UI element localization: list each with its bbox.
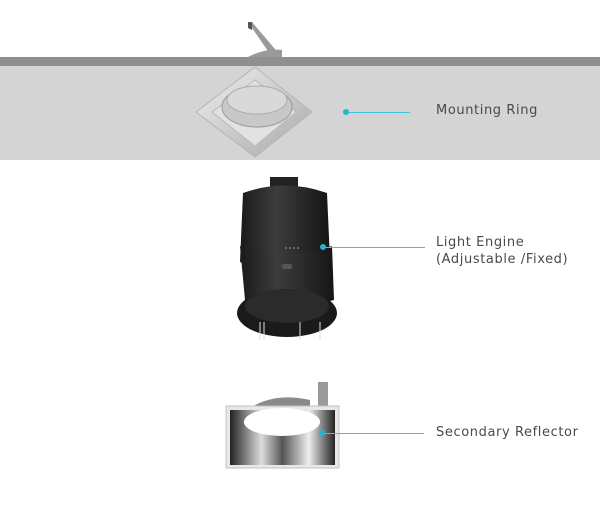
secondary-reflector-leader-line — [324, 433, 424, 434]
mounting-ring-illustration — [195, 22, 313, 158]
light-engine-leader-line — [325, 247, 425, 248]
light-engine-callout-dot — [320, 244, 326, 250]
mounting-ring-callout-dot — [343, 109, 349, 115]
light-engine-label-line2: (Adjustable /Fixed) — [436, 252, 569, 267]
secondary-reflector-illustration — [225, 382, 340, 469]
light-engine-label-line1: Light Engine — [436, 235, 525, 250]
light-engine-label: Light Engine (Adjustable /Fixed) — [436, 234, 568, 268]
secondary-reflector-label: Secondary Reflector — [436, 425, 579, 440]
secondary-reflector-callout-dot — [319, 430, 325, 436]
ceiling-edge — [0, 57, 600, 66]
mounting-ring-leader-line — [348, 112, 410, 113]
light-engine-illustration — [237, 177, 337, 340]
mounting-ring-label: Mounting Ring — [436, 103, 538, 118]
